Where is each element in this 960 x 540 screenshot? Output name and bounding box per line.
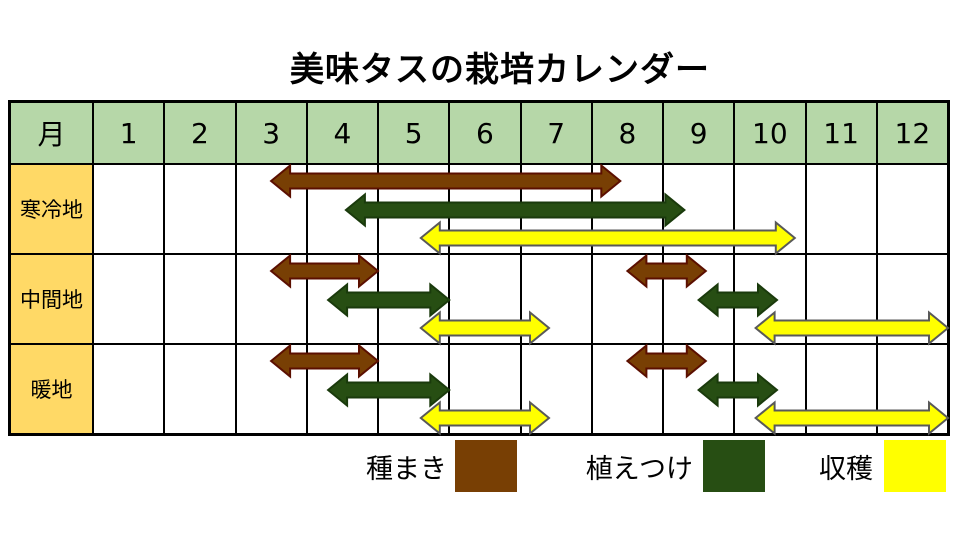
calendar-cell: [164, 164, 236, 254]
calendar-cell: [663, 254, 735, 344]
month-header-cell-11: 11: [805, 102, 877, 164]
calendar-cell: [449, 254, 521, 344]
calendar-cell: [378, 254, 450, 344]
calendar-cell: [591, 344, 663, 434]
region-label-寒冷地: 寒冷地: [10, 164, 93, 254]
month-header-corner: 月: [10, 102, 93, 164]
calendar-cell: [734, 254, 806, 344]
calendar-cell: [378, 344, 450, 434]
calendar-cell: [306, 344, 378, 434]
month-header-cell-9: 9: [663, 102, 735, 164]
page-title: 美味タスの栽培カレンダー: [290, 50, 710, 90]
calendar-cell: [663, 344, 735, 434]
calendar-cell: [306, 254, 378, 344]
month-header-cell-4: 4: [306, 102, 378, 164]
month-header-cell-1: 1: [93, 102, 165, 164]
calendar-cell: [378, 164, 450, 254]
calendar-cell: [164, 254, 236, 344]
month-header-cell-7: 7: [520, 102, 592, 164]
month-header-cell-10: 10: [734, 102, 806, 164]
calendar-cell: [235, 254, 307, 344]
legend-label-種まき: 種まき: [366, 454, 447, 485]
calendar-cell: [93, 344, 165, 434]
month-header-cell-5: 5: [378, 102, 450, 164]
calendar-cell: [734, 164, 806, 254]
calendar-cell: [591, 254, 663, 344]
legend-swatch-植えつけ: [703, 440, 765, 492]
calendar-cell: [805, 164, 877, 254]
month-header-cell-3: 3: [235, 102, 307, 164]
calendar-cell: [235, 164, 307, 254]
legend-label-植えつけ: 植えつけ: [585, 454, 693, 485]
calendar-cell: [449, 344, 521, 434]
calendar-cell: [93, 254, 165, 344]
calendar-cell: [306, 164, 378, 254]
calendar-cell: [520, 344, 592, 434]
calendar-cell: [805, 344, 877, 434]
legend-swatch-収穫: [884, 440, 946, 492]
calendar-cell: [520, 164, 592, 254]
calendar-cell: [876, 254, 948, 344]
month-header-cell-8: 8: [591, 102, 663, 164]
calendar-cell: [591, 164, 663, 254]
calendar-cell: [520, 254, 592, 344]
month-header-cell-2: 2: [164, 102, 236, 164]
calendar-cell: [805, 254, 877, 344]
calendar-cell: [663, 164, 735, 254]
legend-label-収穫: 収穫: [819, 454, 873, 485]
calendar-cell: [93, 164, 165, 254]
month-header-cell-6: 6: [449, 102, 521, 164]
calendar-cell: [734, 344, 806, 434]
calendar-cell: [449, 164, 521, 254]
legend: 種まき 植えつけ 収穫: [0, 438, 960, 498]
legend-swatch-種まき: [455, 440, 517, 492]
month-header-cell-12: 12: [876, 102, 948, 164]
region-label-暖地: 暖地: [10, 344, 93, 434]
calendar-cell: [876, 164, 948, 254]
region-label-中間地: 中間地: [10, 254, 93, 344]
calendar-cell: [876, 344, 948, 434]
calendar-cell: [164, 344, 236, 434]
calendar-cell: [235, 344, 307, 434]
